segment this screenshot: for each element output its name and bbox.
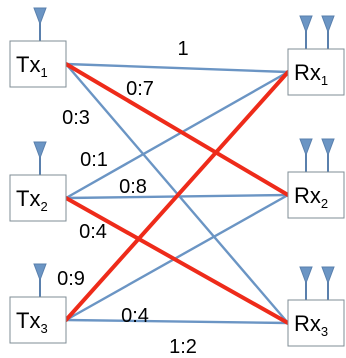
edge-label-3: 0:3 [62, 107, 90, 129]
rx2-label: Rx2 [294, 183, 328, 211]
edge-label-9: 1:2 [169, 336, 197, 358]
rx2-label-main: Rx [294, 183, 321, 208]
tx2-label-main: Tx [16, 186, 40, 211]
edge-label-2: 0:7 [126, 78, 154, 100]
antenna-icon [321, 15, 335, 49]
tx3-label: Tx3 [16, 308, 48, 336]
rx3-box [287, 299, 345, 347]
antenna-icon [321, 266, 335, 300]
tx2-box [9, 174, 67, 222]
tx2-node: Tx2 [9, 174, 67, 222]
tx3-box [9, 296, 67, 344]
tx1-label-main: Tx [16, 52, 40, 77]
antenna-icon [299, 266, 313, 300]
rx1-label-sub: 1 [321, 73, 328, 88]
rx2-box [287, 171, 345, 219]
rx2-label-sub: 2 [321, 196, 328, 211]
edge-label-6: 0:4 [79, 221, 107, 243]
tx1-label-sub: 1 [40, 65, 47, 80]
link-tx3-rx1 [64, 70, 290, 322]
tx3-label-main: Tx [16, 308, 40, 333]
antenna-icon [321, 138, 335, 172]
rx3-label-main: Rx [294, 311, 321, 336]
link-tx3-rx3 [64, 318, 290, 325]
tx2-label: Tx2 [16, 186, 48, 214]
antenna-icon [33, 263, 47, 297]
rx1-node: Rx1 [287, 48, 345, 96]
antenna-icon [33, 7, 47, 41]
rx1-label-main: Rx [294, 60, 321, 85]
edge-label-4: 0:1 [80, 149, 108, 171]
tx3-label-sub: 3 [40, 321, 47, 336]
tx1-box [9, 40, 67, 88]
link-tx2-rx1 [64, 70, 290, 200]
edge-label-5: 0:8 [119, 176, 147, 198]
tx2-label-sub: 2 [40, 199, 47, 214]
link-tx3-rx2 [64, 193, 290, 322]
links-layer [64, 62, 290, 325]
rx3-node: Rx3 [287, 299, 345, 347]
tx3-node: Tx3 [9, 296, 67, 344]
antenna-icon [299, 138, 313, 172]
tx1-label: Tx1 [16, 52, 48, 80]
rx1-label: Rx1 [294, 60, 328, 88]
antennas-layer [33, 7, 335, 300]
edge-labels: 1 0:7 0:3 0:1 0:8 0:4 0:9 0:4 1:2 [57, 38, 197, 358]
rx1-box [287, 48, 345, 96]
edge-label-7: 0:9 [57, 268, 85, 290]
rx3-label: Rx3 [294, 311, 328, 339]
edge-label-8: 0:4 [121, 305, 149, 327]
tx1-node: Tx1 [9, 40, 67, 88]
link-tx1-rx2 [64, 62, 290, 197]
link-tx2-rx3 [64, 196, 290, 325]
edge-label-1: 1 [177, 38, 188, 60]
rx3-label-sub: 3 [321, 324, 328, 339]
antenna-icon [299, 15, 313, 49]
rx2-node: Rx2 [287, 171, 345, 219]
antenna-icon [33, 141, 47, 175]
link-tx1-rx1 [64, 62, 290, 74]
